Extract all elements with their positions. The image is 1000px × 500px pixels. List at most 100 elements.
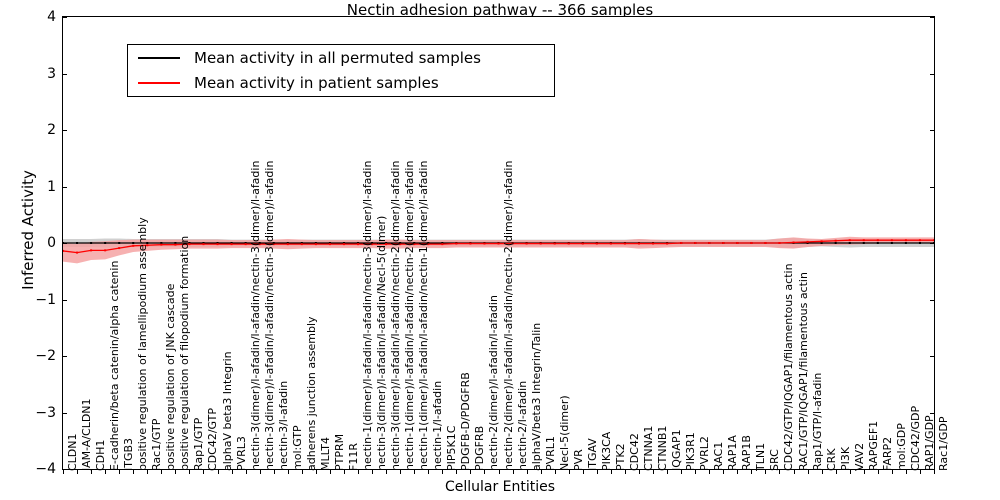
x-tick-mark: [905, 470, 907, 474]
data-point-marker: [286, 243, 289, 246]
confidence-band: [63, 236, 934, 264]
x-tick-mark: [596, 470, 598, 474]
data-point-marker: [539, 242, 542, 245]
data-point-marker: [609, 242, 612, 245]
data-point-marker: [497, 242, 500, 245]
y-tick-label: 0: [47, 235, 56, 251]
data-point-marker: [652, 242, 655, 245]
data-point-marker: [427, 242, 430, 244]
data-point-marker: [174, 242, 177, 244]
x-tick-mark: [821, 470, 823, 474]
data-point-marker: [666, 242, 669, 245]
data-point-marker: [455, 242, 458, 245]
data-point-marker: [567, 242, 570, 245]
data-point-marker: [581, 242, 584, 245]
data-point-marker: [328, 243, 331, 246]
x-tick-mark: [709, 470, 711, 474]
data-point-marker: [342, 242, 345, 244]
data-point-marker: [272, 243, 275, 246]
data-point-marker: [595, 242, 598, 245]
x-tick-mark: [77, 470, 79, 474]
y-tick-mark: [930, 469, 935, 471]
x-tick-mark: [400, 470, 402, 474]
data-point-marker: [118, 242, 121, 244]
x-tick-mark: [849, 470, 851, 474]
y-tick-mark: [930, 186, 935, 188]
data-point-marker: [792, 241, 795, 244]
x-tick-mark: [470, 470, 472, 474]
x-tick-mark: [147, 470, 149, 474]
legend-label-permuted: Mean activity in all permuted samples: [194, 49, 481, 67]
x-tick-mark: [512, 470, 514, 474]
data-point-marker: [469, 242, 472, 245]
plot-area: Mean activity in all permuted samples Me…: [62, 16, 935, 470]
x-tick-mark: [231, 470, 233, 474]
data-point-marker: [357, 243, 360, 246]
x-tick-mark: [891, 470, 893, 474]
y-tick-mark: [930, 299, 935, 301]
x-axis-label: Cellular Entities: [444, 479, 556, 495]
data-point-marker: [132, 242, 135, 244]
data-point-marker: [132, 244, 135, 247]
data-point-marker: [63, 249, 64, 252]
x-tick-mark: [498, 470, 500, 474]
data-point-marker: [314, 242, 317, 244]
data-point-marker: [553, 242, 556, 245]
data-point-marker: [525, 242, 528, 245]
data-point-marker: [708, 242, 711, 244]
y-tick-label: 3: [47, 65, 56, 82]
data-point-marker: [160, 243, 163, 246]
data-point-marker: [385, 243, 388, 246]
y-tick-mark: [62, 412, 67, 414]
data-point-marker: [230, 243, 233, 246]
y-tick-mark: [62, 17, 67, 19]
data-point-marker: [244, 242, 247, 244]
data-point-marker: [328, 242, 331, 244]
data-point-marker: [342, 243, 345, 246]
data-point-marker: [722, 242, 725, 244]
x-tick-mark: [610, 470, 612, 474]
x-tick-mark: [217, 470, 219, 474]
data-point-marker: [623, 242, 626, 245]
legend: Mean activity in all permuted samples Me…: [127, 44, 555, 97]
x-tick-mark: [414, 470, 416, 474]
data-point-marker: [413, 243, 416, 246]
x-tick-mark: [189, 470, 191, 474]
x-tick-mark: [653, 470, 655, 474]
x-tick-mark: [343, 470, 345, 474]
x-tick-mark: [287, 470, 289, 474]
x-tick-mark: [456, 470, 458, 474]
data-point-marker: [188, 242, 191, 244]
data-point-marker: [202, 243, 205, 246]
y-tick-mark: [930, 73, 935, 75]
legend-swatch-permuted: [138, 57, 180, 59]
data-point-marker: [90, 249, 93, 252]
data-point-marker: [778, 242, 781, 244]
legend-swatch-patient: [138, 82, 180, 84]
x-tick-mark: [667, 470, 669, 474]
x-tick-mark: [863, 470, 865, 474]
x-tick-mark: [582, 470, 584, 474]
x-tick-mark: [259, 470, 261, 474]
y-tick-mark: [930, 130, 935, 132]
band-patient-samples: [63, 236, 934, 264]
line-patient-samples: [63, 239, 934, 254]
markers-patient-samples: [63, 239, 934, 254]
data-point-marker: [104, 249, 107, 252]
data-point-marker: [834, 239, 837, 242]
x-tick-mark: [484, 470, 486, 474]
y-tick-mark: [930, 17, 935, 19]
x-tick-mark: [695, 470, 697, 474]
data-point-marker: [371, 243, 374, 246]
y-tick-mark: [930, 356, 935, 358]
x-tick-mark: [301, 470, 303, 474]
x-tick-mark: [358, 470, 360, 474]
x-tick-mark: [835, 470, 837, 474]
x-tick-mark: [624, 470, 626, 474]
chart-title: Nectin adhesion pathway -- 366 samples: [346, 1, 654, 19]
data-point-marker: [371, 242, 374, 244]
data-point-marker: [272, 242, 275, 244]
y-tick-mark: [62, 469, 67, 471]
data-point-marker: [637, 242, 640, 245]
